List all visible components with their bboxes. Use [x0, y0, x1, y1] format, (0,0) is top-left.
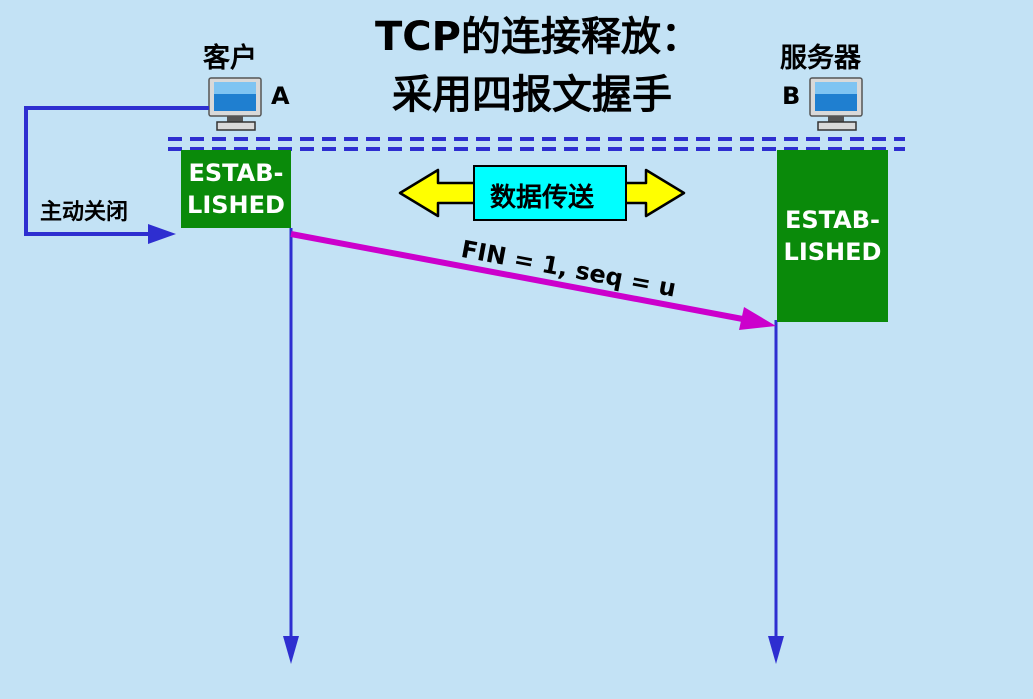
active-close-label: 主动关闭	[40, 200, 129, 225]
server-state-line-2: LISHED	[783, 238, 882, 266]
client-timeline-arrowhead	[283, 636, 299, 664]
client-name: 客户	[203, 43, 257, 74]
title-line-2: 采用四报文握手	[392, 72, 672, 118]
client-state-line-1: ESTAB-	[188, 159, 284, 187]
server-computer-icon	[809, 77, 863, 131]
client-id: A	[271, 82, 290, 110]
server-state-line-1: ESTAB-	[784, 206, 880, 234]
client-computer-icon	[208, 77, 262, 131]
active-close-path	[24, 106, 209, 236]
fin-arrow-line	[290, 231, 749, 323]
title-line-1: TCP的连接释放：	[375, 14, 701, 60]
server-timeline-arrowhead	[768, 636, 784, 664]
fin-arrowhead	[739, 307, 776, 330]
client-state-line-2: LISHED	[187, 191, 285, 219]
active-close-arrowhead	[148, 224, 176, 244]
server-state-box: ESTAB- LISHED	[777, 150, 888, 322]
server-id: B	[782, 82, 801, 110]
server-name: 服务器	[780, 43, 861, 74]
client-state-box: ESTAB- LISHED	[181, 150, 291, 228]
data-transfer-box	[473, 165, 627, 221]
data-transfer-label: 数据传送	[490, 183, 595, 213]
